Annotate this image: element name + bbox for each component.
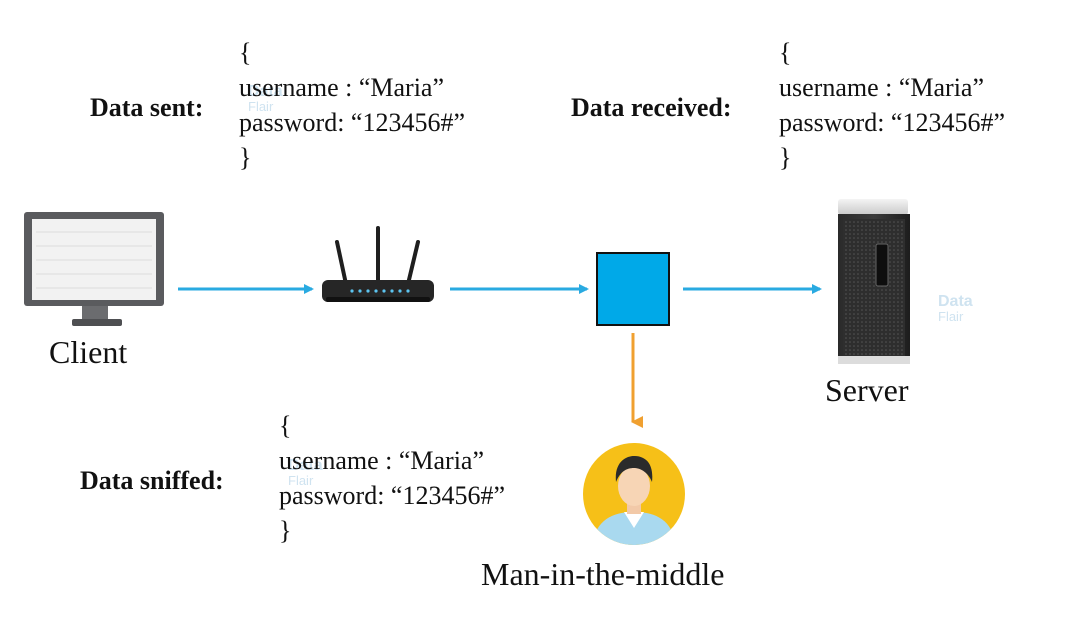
watermark-logo: Data Flair xyxy=(248,83,283,115)
watermark-sub: Flair xyxy=(288,473,314,488)
username-line: username : “Maria” xyxy=(239,73,445,102)
close-brace: } xyxy=(279,516,292,545)
password-line: password: “123456#” xyxy=(279,481,506,510)
data-received-payload: { username : “Maria” password: “123456#”… xyxy=(779,35,1005,175)
watermark-brand: Data xyxy=(938,293,973,310)
server-label: Server xyxy=(825,372,909,408)
interceptor-node xyxy=(596,252,670,326)
watermark-logo: Data Flair xyxy=(938,293,973,325)
server-tower-icon xyxy=(838,199,910,364)
data-sniffed-payload: { username : “Maria” password: “123456#”… xyxy=(279,408,505,548)
data-received-label: Data received: xyxy=(571,93,732,122)
router-icon xyxy=(322,226,434,302)
open-brace: { xyxy=(779,38,792,67)
watermark-brand: Data xyxy=(248,83,283,100)
password-line: password: “123456#” xyxy=(239,108,466,137)
data-sent-payload: { username : “Maria” password: “123456#”… xyxy=(239,35,465,175)
person-avatar-icon xyxy=(583,443,685,545)
close-brace: } xyxy=(239,143,252,172)
monitor-icon xyxy=(24,212,164,326)
watermark-brand: Data xyxy=(288,457,323,474)
password-line: password: “123456#” xyxy=(779,108,1006,137)
attacker-label: Man-in-the-middle xyxy=(481,556,725,592)
client-label: Client xyxy=(49,334,128,370)
open-brace: { xyxy=(239,38,252,67)
watermark-logo: Data Flair xyxy=(288,457,323,489)
username-line: username : “Maria” xyxy=(779,73,985,102)
watermark-sub: Flair xyxy=(248,99,274,114)
data-sniffed-label: Data sniffed: xyxy=(80,466,224,495)
open-brace: { xyxy=(279,411,292,440)
watermark-sub: Flair xyxy=(938,309,964,324)
username-line: username : “Maria” xyxy=(279,446,485,475)
close-brace: } xyxy=(779,143,792,172)
data-sent-label: Data sent: xyxy=(90,93,204,122)
